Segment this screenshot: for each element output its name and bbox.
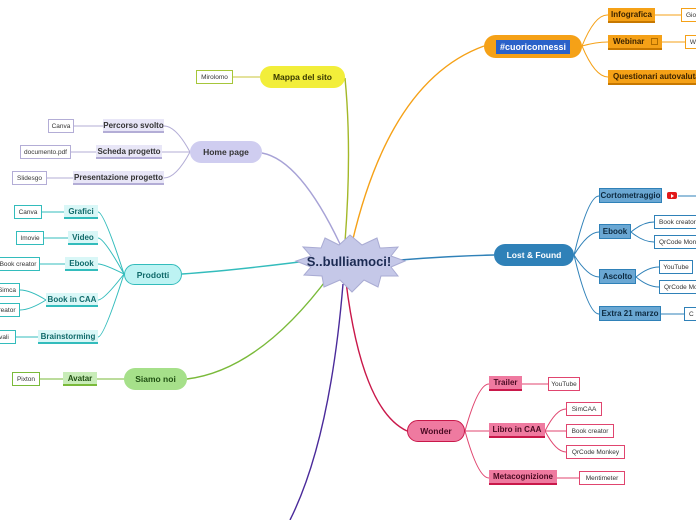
sub-node-grafici[interactable]: Grafici <box>64 205 98 219</box>
main-node-siamo-noi[interactable]: Siamo noi <box>124 368 187 390</box>
sub-node-questionari-autovalutazione[interactable]: Questionari autovalutaz <box>608 70 696 85</box>
main-node-wonder[interactable]: Wonder <box>407 420 465 442</box>
leaf-canva[interactable]: Canva <box>48 119 74 133</box>
sub-node-percorso-svolto[interactable]: Percorso svolto <box>103 119 164 133</box>
sub-node-label: Webinar <box>613 37 645 46</box>
sub-node-infografica[interactable]: Infografica <box>608 8 655 23</box>
main-node-label: Prodotti <box>136 269 170 280</box>
leaf-reator[interactable]: reator <box>0 303 20 317</box>
leaf-documento-pdf[interactable]: documento.pdf <box>20 145 71 159</box>
sub-node-ebook[interactable]: Ebook <box>599 224 631 239</box>
main-node-prodotti[interactable]: Prodotti <box>124 264 182 285</box>
sub-node-ebook[interactable]: Ebook <box>65 257 98 271</box>
sub-node-cortometraggio[interactable]: Cortometraggio <box>599 188 662 203</box>
leaf-book-creator[interactable]: Book creator <box>0 257 40 271</box>
leaf-imovie[interactable]: Imovie <box>16 231 44 245</box>
sub-node-video[interactable]: Video <box>68 231 98 245</box>
leaf-mentimeter[interactable]: Mentimeter <box>579 471 625 485</box>
leaf-youtube[interactable]: YouTube <box>548 377 580 391</box>
youtube-icon[interactable] <box>667 192 677 199</box>
main-node-label: Mappa del sito <box>272 72 333 82</box>
leaf-qrcode-monkey[interactable]: QrCode Monkey <box>566 445 625 459</box>
leaf-simca[interactable]: Simca <box>0 283 20 297</box>
sub-node-extra-21-marzo[interactable]: Extra 21 marzo <box>599 306 661 321</box>
center-starburst <box>294 234 407 293</box>
main-node-home-page[interactable]: Home page <box>190 141 262 163</box>
leaf-qrcode-monkey[interactable]: QrCode Monk <box>654 235 696 249</box>
sub-node-libro-in-caa[interactable]: Libro in CAA <box>489 423 545 438</box>
sub-node-ascolto[interactable]: Ascolto <box>599 269 636 284</box>
main-node-label: Siamo noi <box>135 374 176 384</box>
sub-node-metacognizione[interactable]: Metacognizione <box>489 470 557 485</box>
main-node-label: Lost & Found <box>506 250 562 260</box>
sub-node-avatar[interactable]: Avatar <box>63 372 97 386</box>
main-node-label: #cuoriconnessi <box>495 39 571 54</box>
leaf-youtube[interactable]: YouTube <box>659 260 693 274</box>
main-node-lost-and-found[interactable]: Lost & Found <box>494 244 574 266</box>
leaf-qrcode-monkey[interactable]: QrCode Mo <box>659 280 696 294</box>
sub-node-scheda-progetto[interactable]: Scheda progetto <box>96 145 162 159</box>
main-node-label: Home page <box>203 147 249 157</box>
leaf-mirolomo[interactable]: Mirolomo <box>196 70 233 84</box>
main-node-label: Wonder <box>420 426 452 436</box>
sub-node-brainstorming[interactable]: Brainstorming <box>38 330 98 344</box>
sub-node-presentazione-progetto[interactable]: Presentazione progetto <box>73 171 164 185</box>
leaf-book-creator[interactable]: Book creator <box>654 215 696 229</box>
main-node-cuoriconnessi[interactable]: #cuoriconnessi <box>484 35 582 58</box>
leaf-vali[interactable]: vali <box>0 330 16 344</box>
sub-node-webinar[interactable]: Webinar <box>608 35 662 50</box>
leaf-w[interactable]: W <box>685 35 696 49</box>
sub-node-trailer[interactable]: Trailer <box>489 376 522 391</box>
external-link-icon[interactable] <box>651 38 658 45</box>
center-topic-title[interactable]: S..bulliamoci! <box>306 253 392 269</box>
leaf-slidesgo[interactable]: Slidesgo <box>12 171 47 185</box>
leaf-pixton[interactable]: Pixton <box>12 372 40 386</box>
leaf-canva[interactable]: Canva <box>14 205 42 219</box>
leaf-simcaa[interactable]: SimCAA <box>566 402 602 416</box>
leaf-gio[interactable]: Gio <box>681 8 696 22</box>
leaf-book-creator[interactable]: Book creator <box>566 424 614 438</box>
main-node-mappa-del-sito[interactable]: Mappa del sito <box>260 66 345 88</box>
leaf-c[interactable]: C <box>684 307 696 321</box>
sub-node-book-in-caa[interactable]: Book in CAA <box>46 293 98 307</box>
